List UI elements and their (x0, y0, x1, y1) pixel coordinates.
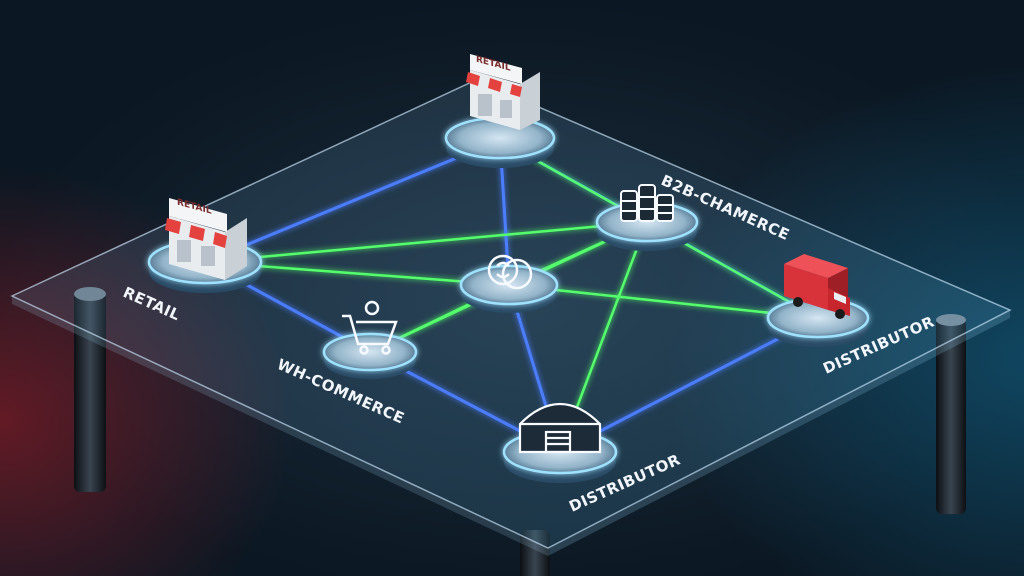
glass-tabletop (10, 79, 1012, 556)
node-wh-commerce (322, 332, 418, 379)
database-icon (620, 184, 674, 222)
shopping-cart-icon (342, 300, 398, 355)
warehouse-icon (518, 403, 602, 454)
currency-exchange-icon (487, 254, 533, 290)
delivery-truck-icon (784, 254, 850, 319)
node-retail-top (444, 116, 556, 168)
node-center-exchange (459, 264, 559, 313)
